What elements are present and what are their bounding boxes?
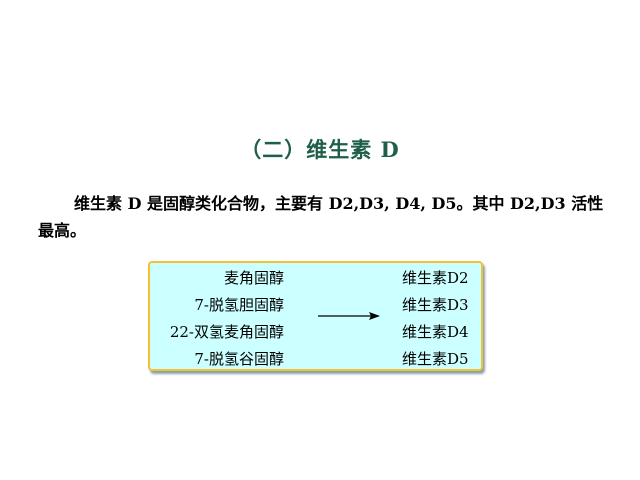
product-item: 维生素D5 <box>402 350 469 368</box>
product-list: 维生素D2 维生素D3 维生素D4 维生素D5 <box>402 265 482 373</box>
precursor-item: 22-双氢麦角固醇 <box>169 323 284 341</box>
body-paragraph: 维生素 D 是固醇类化合物，主要有 D2,D3, D4, D5。其中 D2,D3… <box>38 194 604 240</box>
section-title: （二）维生素 D <box>240 137 400 162</box>
precursor-list: 麦角固醇 7-脱氢胆固醇 22-双氢麦角固醇 7-脱氢谷固醇 <box>150 265 284 373</box>
precursor-item: 麦角固醇 <box>223 269 284 287</box>
conversion-arrow-icon <box>318 312 380 320</box>
precursor-item: 7-脱氢胆固醇 <box>194 296 284 314</box>
reaction-box: 麦角固醇 7-脱氢胆固醇 22-双氢麦角固醇 7-脱氢谷固醇 维生素D2 维生素… <box>148 261 483 371</box>
product-item: 维生素D3 <box>402 296 469 314</box>
product-item: 维生素D2 <box>402 269 469 287</box>
product-item: 维生素D4 <box>402 323 469 341</box>
precursor-item: 7-脱氢谷固醇 <box>194 350 284 368</box>
